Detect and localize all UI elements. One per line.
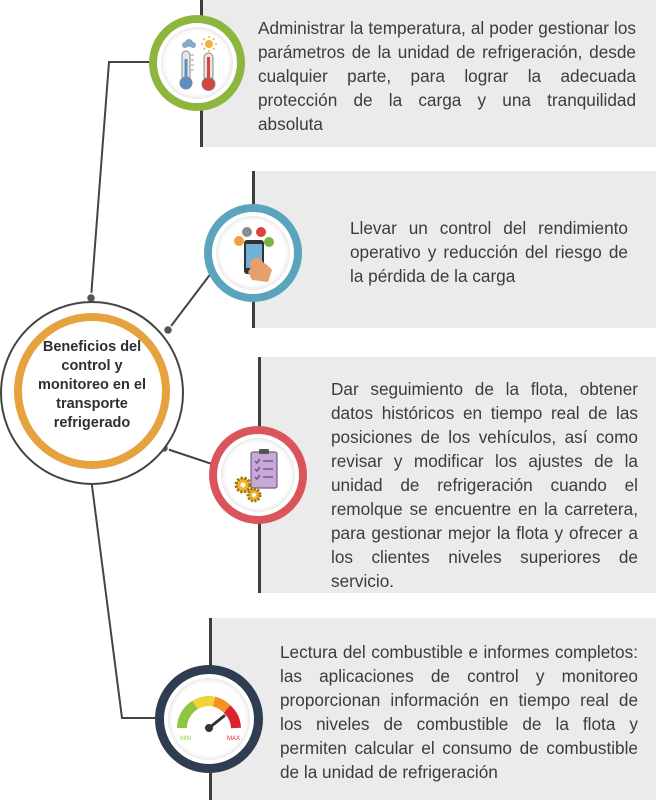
benefit-text-1: Administrar la temperatura, al poder ges… [258,18,636,134]
connector-2 [167,267,216,331]
benefit-panel-1 [200,0,656,147]
benefit-icon-ring-2 [204,204,302,302]
benefit-panel-2 [252,171,656,328]
benefit-panel-3 [258,357,656,593]
fuel-gauge-icon: MIN MAX [177,696,241,742]
checklist-gears-icon [234,449,278,503]
smartphone-apps-icon [234,227,274,282]
benefit-icon-ring-1 [149,15,245,111]
benefit-text-2: Llevar un control del rendimiento operat… [350,218,628,286]
connector-3 [163,447,216,466]
gauge-min-label: MIN [180,736,191,742]
connector-dot [162,324,174,336]
benefit-icon-ring-3 [209,426,307,524]
gauge-max-label: MAX [227,736,240,742]
hub-title: Beneficios del control y monitoreo en el… [38,339,146,431]
connector-4 [90,477,172,719]
benefit-text-4: Lectura del combustible e informes compl… [280,642,638,782]
benefit-panel-4 [209,618,656,800]
thermometer-icon [179,36,217,91]
hub-ring [14,313,170,469]
connector-1 [90,61,170,299]
benefit-text-3: Dar seguimiento de la flota, obtener dat… [331,379,638,591]
benefit-icon-ring-4: MIN MAX [155,665,263,773]
